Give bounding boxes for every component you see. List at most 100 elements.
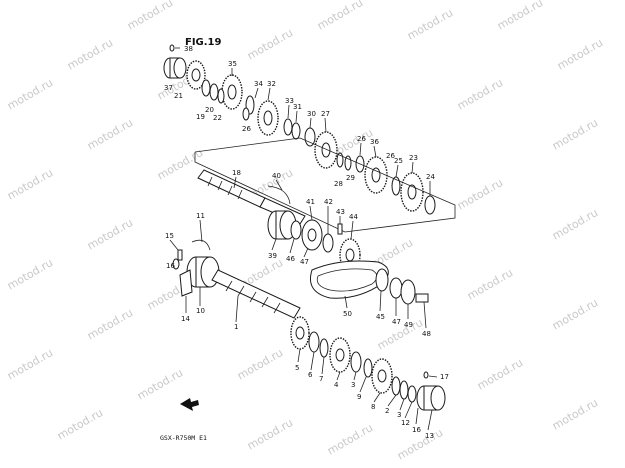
direction-arrow-icon bbox=[180, 398, 199, 411]
callout-20: 20 bbox=[205, 106, 214, 114]
callout-11: 11 bbox=[196, 212, 205, 220]
shaft-spline bbox=[237, 285, 245, 297]
callout-16: 16 bbox=[166, 262, 175, 270]
callout-3: 3 bbox=[351, 381, 355, 389]
callout-34: 34 bbox=[254, 80, 263, 88]
callout-37: 37 bbox=[164, 84, 173, 92]
watermark-text: motod.ru bbox=[125, 0, 175, 33]
leader-line bbox=[169, 239, 179, 251]
spacer-41-hole bbox=[307, 228, 317, 242]
washer-28 bbox=[336, 152, 344, 168]
leader-line bbox=[353, 371, 357, 381]
callout-17: 17 bbox=[440, 373, 449, 381]
leader-line bbox=[404, 401, 413, 419]
washer-9 bbox=[363, 358, 373, 378]
watermark-text: motod.ru bbox=[465, 266, 515, 302]
watermark-text: motod.ru bbox=[455, 76, 505, 112]
leader-line bbox=[321, 356, 325, 375]
bolt-48 bbox=[415, 293, 429, 303]
leader-lines bbox=[169, 47, 438, 431]
mainshaft-1 bbox=[172, 239, 301, 319]
bushing-30 bbox=[304, 127, 316, 147]
circlip-40 bbox=[267, 185, 291, 205]
leader-line bbox=[423, 301, 427, 329]
leader-line bbox=[387, 394, 397, 407]
watermark-text: motod.ru bbox=[555, 36, 605, 72]
callout-50: 50 bbox=[343, 310, 352, 318]
clip-38 bbox=[169, 44, 175, 52]
leader-line bbox=[427, 409, 433, 431]
callout-41: 41 bbox=[306, 198, 315, 206]
leader-line bbox=[399, 398, 405, 411]
leader-line bbox=[287, 104, 290, 119]
watermark-text: motod.ru bbox=[65, 36, 115, 72]
washer-16 bbox=[172, 258, 180, 270]
shaft-spline bbox=[217, 180, 223, 191]
callout-31: 31 bbox=[293, 103, 302, 111]
callout-28: 28 bbox=[334, 180, 343, 188]
leader-line bbox=[199, 219, 203, 243]
callout-30: 30 bbox=[307, 110, 316, 118]
leader-line bbox=[233, 176, 237, 189]
countershaft-upper-gear-stack bbox=[163, 44, 436, 215]
washer-49 bbox=[400, 279, 416, 305]
watermark-text: motod.ru bbox=[550, 206, 600, 242]
bearing-13-face bbox=[430, 385, 446, 411]
watermark-text: motod.ru bbox=[5, 346, 55, 382]
leader-line bbox=[373, 392, 381, 403]
watermark-text: motod.ru bbox=[495, 0, 545, 33]
callout-9: 9 bbox=[357, 393, 361, 401]
shaft-spline bbox=[249, 291, 257, 303]
gear-21-hub bbox=[191, 68, 201, 82]
leader-line bbox=[254, 87, 259, 99]
leader-line bbox=[350, 220, 354, 240]
watermark-text: motod.ru bbox=[235, 346, 285, 382]
bushing-24 bbox=[424, 195, 436, 215]
callout-46: 46 bbox=[286, 255, 295, 263]
watermark-text: motod.ru bbox=[550, 296, 600, 332]
leader-line bbox=[395, 164, 399, 178]
watermark-text: motod.ru bbox=[5, 166, 55, 202]
shaft-spline bbox=[225, 280, 233, 292]
callout-38: 38 bbox=[184, 45, 193, 53]
leader-line bbox=[303, 247, 309, 258]
callout-24: 24 bbox=[426, 173, 435, 181]
bolt-15 bbox=[177, 249, 183, 261]
leader-line bbox=[310, 351, 315, 371]
nut-47 bbox=[389, 277, 403, 299]
gear-27-hub bbox=[321, 142, 331, 158]
callout-43: 43 bbox=[336, 208, 345, 216]
circlip-2 bbox=[399, 380, 409, 400]
gear-5-hub bbox=[295, 326, 305, 340]
watermark-text: motod.ru bbox=[550, 116, 600, 152]
leader-line bbox=[415, 407, 419, 425]
leader-line bbox=[428, 375, 438, 378]
shaft-spline bbox=[207, 176, 213, 187]
leader-line bbox=[373, 145, 377, 158]
gear-3 bbox=[350, 351, 362, 373]
callout-16-b: 16 bbox=[412, 426, 421, 434]
watermark-text: motod.ru bbox=[315, 0, 365, 33]
chain-50-inner bbox=[316, 268, 378, 292]
gear-23-hub bbox=[407, 184, 417, 200]
arrow-icon bbox=[180, 398, 199, 411]
model-code: GSX-R750M E1 bbox=[160, 434, 207, 442]
watermark-text: motod.ru bbox=[475, 356, 525, 392]
circlip-11 bbox=[191, 239, 211, 251]
callout-26: 26 bbox=[242, 125, 251, 133]
callout-23: 23 bbox=[409, 154, 418, 162]
washer-22 bbox=[217, 88, 225, 104]
pin-43 bbox=[337, 223, 343, 235]
callout-labels: 38 37 21 19 20 22 35 34 32 26 33 31 30 2… bbox=[164, 45, 449, 440]
callout-44: 44 bbox=[349, 213, 358, 221]
leader-line bbox=[344, 295, 348, 309]
callout-47: 47 bbox=[392, 318, 401, 326]
leader-line bbox=[336, 371, 341, 381]
watermark-text: motod.ru bbox=[85, 216, 135, 252]
callout-29: 29 bbox=[346, 174, 355, 182]
sprocket-44-hub bbox=[345, 248, 355, 262]
callout-25: 25 bbox=[394, 157, 403, 165]
shaft-spline bbox=[273, 302, 281, 314]
callout-2: 2 bbox=[385, 407, 389, 415]
watermark-text: motod.ru bbox=[245, 416, 295, 452]
